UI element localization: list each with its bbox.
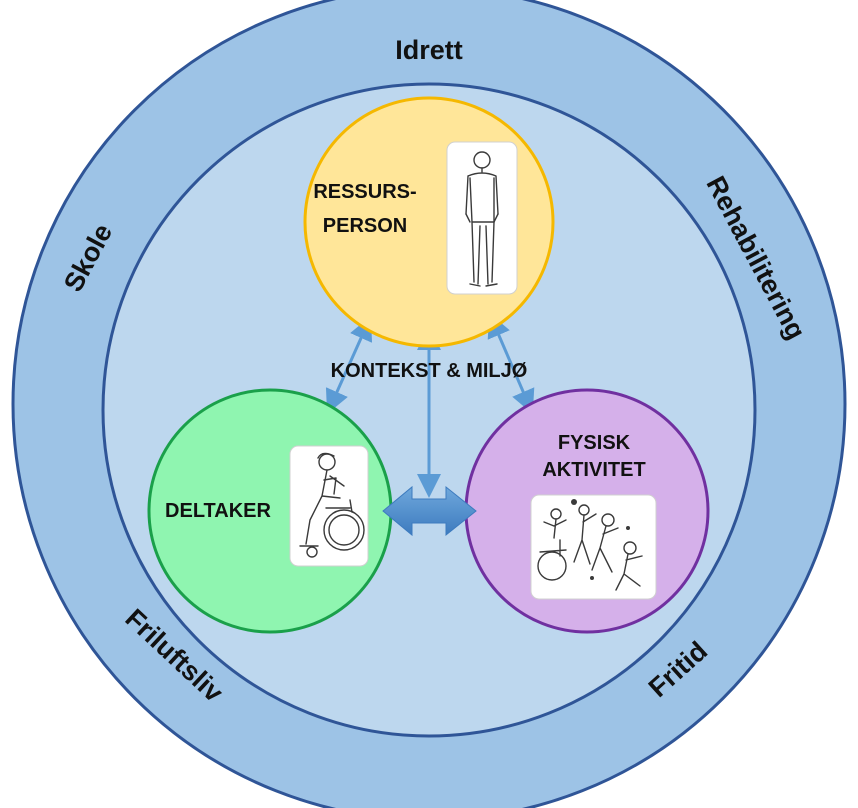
group-play-icon — [530, 494, 657, 600]
double-arrow-participant-activity — [382, 485, 477, 537]
standing-man-icon — [446, 141, 518, 295]
wheelchair-user-icon — [289, 445, 369, 567]
activity-label-line1: FYSISK — [558, 432, 631, 454]
resource-person-label-line2: PERSON — [323, 215, 407, 237]
participant-label: DELTAKER — [165, 500, 271, 522]
arrow-resource-activity — [487, 312, 535, 415]
arrow-resource-participant — [325, 316, 373, 414]
resource-person-label-line1: RESSURS- — [313, 181, 416, 203]
activity-label-line2: AKTIVITET — [542, 459, 645, 481]
context-label: KONTEKST & MILJØ — [331, 360, 528, 382]
ring-label-idrett: Idrett — [395, 35, 463, 65]
